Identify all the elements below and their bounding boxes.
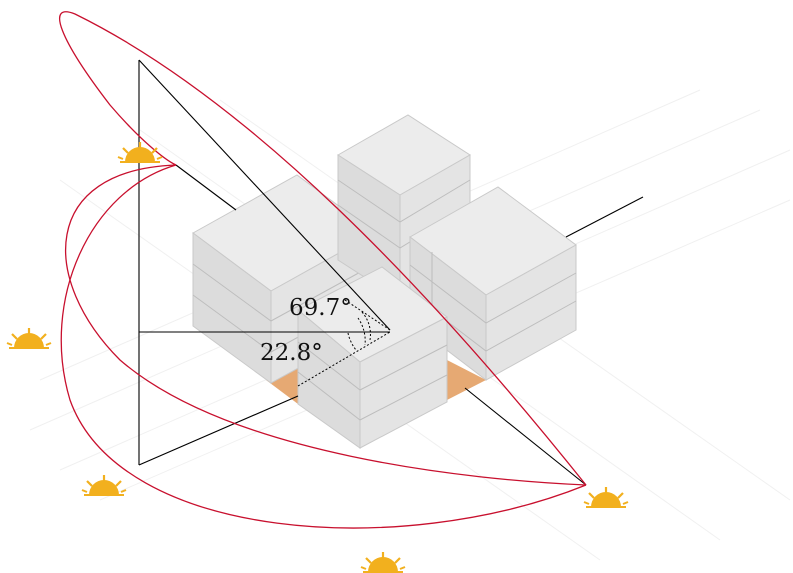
reference-frame [138, 59, 644, 486]
shadow-left [266, 366, 298, 404]
ground-shadows [266, 360, 486, 404]
sun-path-curves [59, 11, 587, 529]
sun-icon [5, 326, 53, 350]
sun-path-summer [59, 11, 587, 486]
sun-icon [116, 140, 164, 164]
angle-arcs [347, 311, 371, 351]
building-front [297, 266, 448, 449]
altitude-angle-label: 69.7° [289, 295, 352, 321]
sun-icon [582, 485, 630, 509]
azimuth-angle-label: 22.8° [260, 340, 323, 366]
sun-path-winter [60, 164, 587, 529]
shadow-right [447, 360, 486, 400]
sun-icon [359, 550, 407, 573]
sun-path-equinox [65, 164, 587, 486]
